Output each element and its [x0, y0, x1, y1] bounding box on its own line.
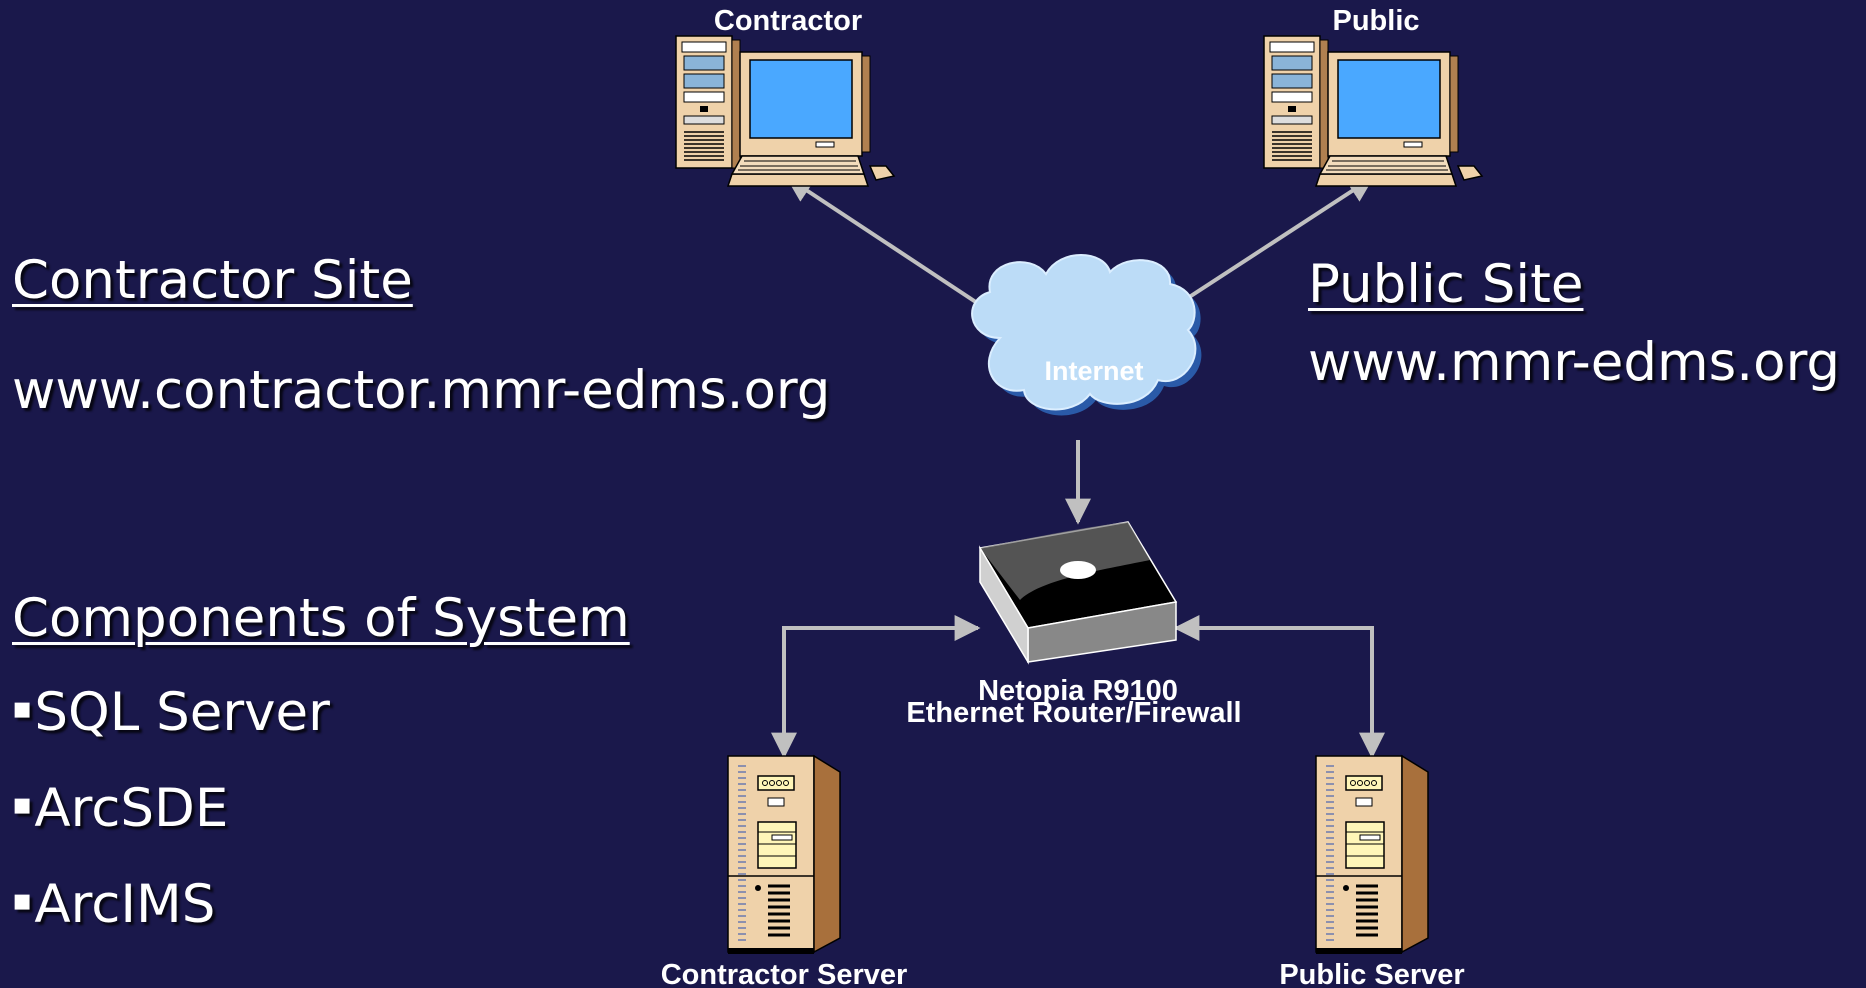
tower-server-icon [1315, 754, 1429, 954]
desktop-computer-icon [1263, 35, 1484, 187]
components-heading: Components of System [12, 588, 630, 649]
node-label-internet: Internet [1044, 356, 1143, 386]
node-label-contractor-pc: Contractor [714, 5, 862, 37]
router-icon [978, 521, 1178, 665]
bullet-icon: ▪ [12, 883, 33, 918]
component-item: ▪SQL Server [12, 682, 330, 743]
contractor-site-url: www.contractor.mmr-edms.org [12, 360, 831, 421]
node-label-public-server: Public Server [1279, 959, 1464, 988]
contractor-site-heading: Contractor Site [12, 250, 413, 311]
bullet-icon: ▪ [12, 787, 33, 822]
public-site-heading: Public Site [1308, 254, 1584, 315]
node-label-contractor-server: Contractor Server [661, 959, 908, 988]
edge-router-public-server [1173, 615, 1385, 759]
component-item: ▪ArcIMS [12, 874, 216, 935]
edge-router-contractor-server [771, 615, 981, 759]
node-label-public-pc: Public [1332, 5, 1419, 37]
component-item: ▪ArcSDE [12, 778, 229, 839]
node-label-router-desc: Ethernet Router/Firewall [906, 697, 1241, 729]
desktop-computer-icon [675, 35, 896, 187]
bullet-icon: ▪ [12, 691, 33, 726]
tower-server-icon [727, 754, 841, 954]
node-label-router-model: Netopia R9100 [978, 675, 1178, 707]
public-site-url: www.mmr-edms.org [1308, 332, 1841, 393]
cloud-icon [971, 254, 1202, 416]
edge-internet-contractor-pc [785, 176, 1002, 320]
